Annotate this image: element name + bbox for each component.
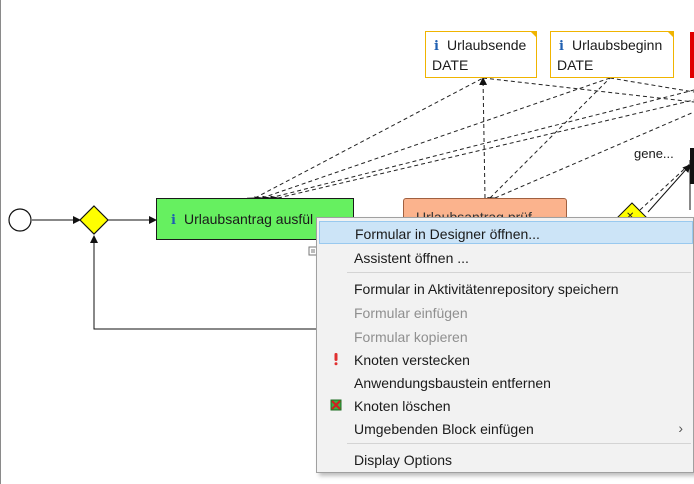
association-line [479,77,490,206]
menu-item-label: Knoten löschen [354,398,451,414]
menu-item-copy-form: Formular kopieren [319,325,693,348]
data-associations [246,77,694,211]
canvas-border [0,0,1,484]
data-node-type: DATE [432,57,469,73]
menu-item-paste-form: Formular einfügen [319,301,693,324]
menu-item-label: Assistent öffnen ... [354,250,469,266]
menu-item-insert-surrounding-block[interactable]: Umgebenden Block einfügen › [319,417,693,440]
task-label: Urlaubsantrag ausfül [183,211,314,227]
start-event[interactable] [8,208,32,232]
data-node-title-row: i Urlaubsbeginn [559,37,662,54]
task-label-row: i Urlaubsantrag ausfül [171,211,313,228]
menu-item-remove-app-component[interactable]: Anwendungsbaustein entfernen [319,371,693,394]
gateway-marker-icon: ✕ [626,211,634,222]
association-line [486,111,694,205]
menu-item-label: Formular einfügen [354,305,468,321]
association-line [262,89,694,204]
data-node-corner [667,31,674,38]
data-node-title-row: i Urlaubsende [434,37,526,54]
menu-item-label: Formular in Aktivitätenrepository speich… [354,281,619,297]
menu-item-delete-node[interactable]: Knoten löschen [319,394,693,417]
association-line [639,159,694,211]
context-menu: Formular in Designer öffnen... Assistent… [316,217,694,473]
data-node-urlaubsbeginn[interactable]: i Urlaubsbeginn DATE [550,31,674,78]
menu-item-display-options[interactable]: Display Options [319,448,693,471]
association-line [482,77,611,206]
menu-item-label: Anwendungsbaustein entfernen [354,375,551,391]
association-line [246,77,484,205]
data-node-title: Urlaubsende [446,37,527,53]
association-line [609,77,694,93]
loop-back-flow [90,235,316,330]
exclusive-gateway[interactable] [79,205,109,235]
menu-item-open-assistant[interactable]: Assistent öffnen ... [319,246,693,269]
exclamation-icon [334,353,338,366]
flow-to-right-gateway [647,164,691,213]
data-node-type: DATE [557,57,594,73]
info-icon: i [434,39,439,54]
menu-item-label: Formular kopieren [354,329,468,345]
menu-item-label: Display Options [354,452,453,468]
right-node-edge [690,148,694,184]
chevron-right-icon: › [678,420,683,436]
menu-separator [347,443,691,444]
menu-item-save-to-repository[interactable]: Formular in Aktivitätenrepository speich… [319,277,693,300]
association-line [270,99,694,204]
menu-item-label: Umgebenden Block einfügen [354,421,534,437]
red-node-edge [690,32,694,78]
data-node-corner [530,31,537,38]
data-node-title: Urlaubsbeginn [571,37,663,53]
delete-node-icon [330,399,342,411]
sequence-flows [32,160,691,330]
data-node-urlaubsende[interactable]: i Urlaubsende DATE [425,31,537,78]
flow-label: gene... [634,146,674,161]
menu-item-open-form-designer[interactable]: Formular in Designer öffnen... [319,221,693,244]
menu-item-hide-node[interactable]: Knoten verstecken [319,348,693,371]
menu-item-label: Knoten verstecken [354,352,470,368]
info-icon: i [171,213,176,228]
association-line [254,77,611,205]
menu-separator [347,272,691,273]
info-icon: i [559,39,564,54]
association-line [482,77,694,103]
menu-item-label: Formular in Designer öffnen... [355,226,540,242]
